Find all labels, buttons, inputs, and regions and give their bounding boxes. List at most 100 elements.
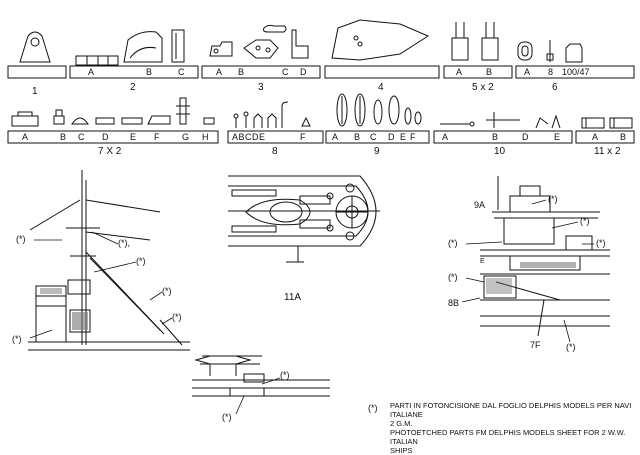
part-letter-10d: D [522, 132, 529, 142]
asterisk-mark: (*) [172, 312, 182, 322]
part-letter-9e: E [400, 132, 407, 142]
part-9 [336, 93, 422, 127]
part-letter-7f: F [154, 132, 160, 142]
part-letter-2a: A [88, 67, 95, 77]
part-letter-9b: B [354, 132, 361, 142]
part-number-9: 9 [374, 146, 380, 157]
part-letter-7c: C [78, 132, 85, 142]
part-number-4: 4 [378, 82, 384, 93]
legend-line-3: PHOTOETCHED PARTS FM DELPHIS MODELS SHEE… [390, 428, 626, 446]
row1-bar-2 [69, 65, 199, 79]
part-number-10: 10 [494, 146, 506, 157]
part-letter-9d: D [388, 132, 395, 142]
part-letter-5b: B [486, 67, 493, 77]
part-letter-2c: C [178, 67, 185, 77]
part-number-3: 3 [258, 82, 264, 93]
legend-symbol: (*) [368, 403, 378, 413]
part-letter-11a: A [592, 132, 599, 142]
part-letter-8b: B [238, 132, 246, 142]
part-letter-7d: D [102, 132, 109, 142]
part-8 [233, 101, 311, 128]
asterisk-mark: (*) [448, 238, 458, 248]
asterisk-mark: (*) [280, 370, 290, 380]
asterisk-mark: (*) [566, 342, 576, 352]
row1-bar-6 [515, 65, 635, 79]
bridge-shading [486, 262, 576, 294]
legend-text: PARTI IN FOTONCISIONE DAL FOGLIO DELPHIS… [390, 401, 640, 455]
asterisk-mark: (*) [136, 256, 146, 266]
deck-plan [228, 175, 380, 263]
seaplane-drawing [192, 355, 330, 397]
part-7 [11, 97, 215, 127]
part-number-6: 6 [552, 82, 558, 93]
part-6 [517, 40, 583, 63]
part-letter-3c: C [282, 67, 289, 77]
part-10 [440, 112, 561, 129]
legend-line-4: SHIPS [390, 446, 413, 455]
part-letter-9c: C [370, 132, 377, 142]
part-letter-11b: B [620, 132, 627, 142]
part-number-1: 1 [32, 86, 38, 97]
part-letter-6c: 100/47 [562, 67, 590, 77]
part-letter-8a: A [232, 132, 239, 142]
legend-line-2: 2 G.M. [390, 419, 413, 428]
part-number-2: 2 [130, 82, 136, 93]
part-letter-7g: G [182, 132, 190, 142]
row2-bar-7 [7, 130, 219, 144]
asterisk-mark: (*), [118, 238, 130, 248]
mast-shading [40, 288, 88, 330]
row1-bar-5 [443, 65, 513, 79]
row2-bar-9 [325, 130, 430, 144]
part-number-5: 5 x 2 [472, 82, 494, 93]
part-5 [451, 22, 499, 61]
part-letter-8f: F [300, 132, 306, 142]
asterisk-mark: (*) [16, 234, 26, 244]
bridge-drawing [480, 176, 610, 337]
row1-bar-3 [201, 65, 321, 79]
part-number-11: 11 x 2 [594, 146, 621, 157]
asterisk-mark: (*) [12, 334, 22, 344]
part-letter-7h: H [202, 132, 209, 142]
part-letter-8d: D [252, 132, 260, 142]
part-letter-6a: A [524, 67, 531, 77]
part-letter-3b: B [238, 67, 245, 77]
part-letter-8c: C [245, 132, 253, 142]
row1-bar-1 [7, 65, 67, 79]
part-4 [331, 19, 430, 61]
part-number-8: 8 [272, 146, 278, 157]
part-letter-9f: F [410, 132, 416, 142]
etch-sheet-drawing [7, 19, 635, 415]
part-letter-10b: B [492, 132, 499, 142]
part-letter-3a: A [216, 67, 223, 77]
bridge-label-7f: 7F [530, 340, 541, 350]
part-letter-10e: E [554, 132, 561, 142]
legend-line-1: PARTI IN FOTONCISIONE DAL FOGLIO DELPHIS… [390, 401, 632, 419]
part-number-7: 7 X 2 [98, 146, 122, 157]
asterisk-mark: (*) [448, 272, 458, 282]
part-11 [581, 117, 633, 129]
part-letter-8e: E [259, 132, 266, 142]
part-3 [209, 24, 309, 59]
row2-bar-8 [227, 130, 324, 144]
part-letter-10a: A [442, 132, 449, 142]
part-letter-8: ABCDE [232, 132, 266, 142]
part-letter-5a: A [456, 67, 463, 77]
pointer-lines [29, 199, 594, 415]
part-letter-7b: B [60, 132, 67, 142]
part-letter-6b: 8 [548, 67, 554, 77]
part-letter-7a: A [22, 132, 29, 142]
part-letter-2b: B [146, 67, 153, 77]
mast-drawing [28, 170, 190, 351]
part-2 [75, 29, 185, 66]
part-letter-7e: E [130, 132, 137, 142]
row2-bar-11 [575, 130, 635, 144]
bridge-label-9a: 9A [474, 200, 486, 210]
row1-bar-4 [324, 65, 440, 79]
asterisk-mark: (*) [596, 238, 606, 248]
deck-plan-label: 11A [284, 292, 302, 303]
asterisk-mark: (*) [162, 286, 172, 296]
asterisk-mark: (*) [548, 194, 558, 204]
row2-bar-10 [433, 130, 573, 144]
asterisk-mark: (*) [580, 216, 590, 226]
bridge-label-e: E [480, 258, 485, 265]
